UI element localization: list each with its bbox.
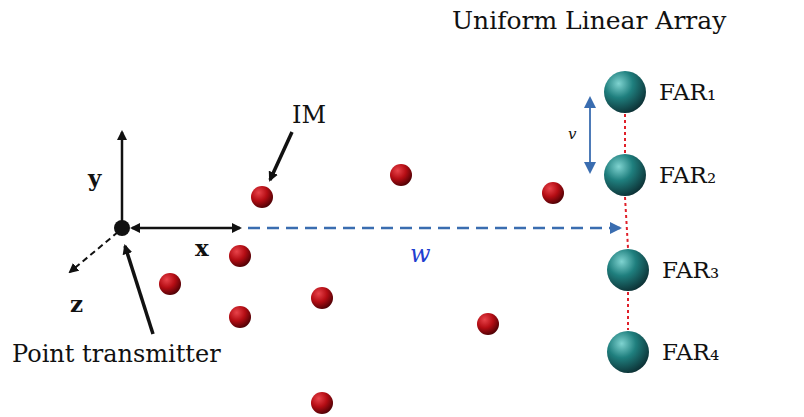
x-axis (132, 227, 240, 230)
antenna-label: FAR₁ (659, 79, 716, 105)
transmitter-leader (125, 246, 153, 334)
antenna-label: FAR₂ (659, 162, 716, 188)
y-axis (121, 132, 124, 228)
im-leader (270, 132, 292, 180)
far-antenna: FAR₃ (606, 248, 724, 292)
w-dimension (248, 227, 620, 230)
label-text: y (88, 166, 101, 189)
point-transmitter (114, 220, 130, 236)
antenna-sphere (603, 70, 647, 114)
label-text: IM (292, 103, 326, 127)
label-text: Point transmitter (12, 342, 221, 366)
array-link (627, 292, 629, 330)
array-link (625, 197, 628, 248)
im-spheres (159, 164, 564, 414)
far-antenna: FAR₄ (606, 330, 724, 374)
antenna-label: FAR₄ (662, 339, 719, 365)
antenna-sphere (606, 248, 650, 292)
label-text: v (568, 127, 576, 142)
z-axis (70, 232, 118, 272)
antenna-sphere (606, 330, 650, 374)
label-text: w (410, 242, 431, 266)
array-link (624, 114, 626, 153)
far-antenna: FAR₁ (603, 70, 721, 114)
antenna-sphere (603, 153, 647, 197)
label-text: x (195, 236, 209, 259)
label-text: z (70, 292, 83, 315)
antenna-label: FAR₃ (662, 257, 719, 283)
label-text: Uniform Linear Array (452, 8, 726, 33)
v-dimension (589, 98, 591, 172)
far-antenna: FAR₂ (603, 153, 721, 197)
